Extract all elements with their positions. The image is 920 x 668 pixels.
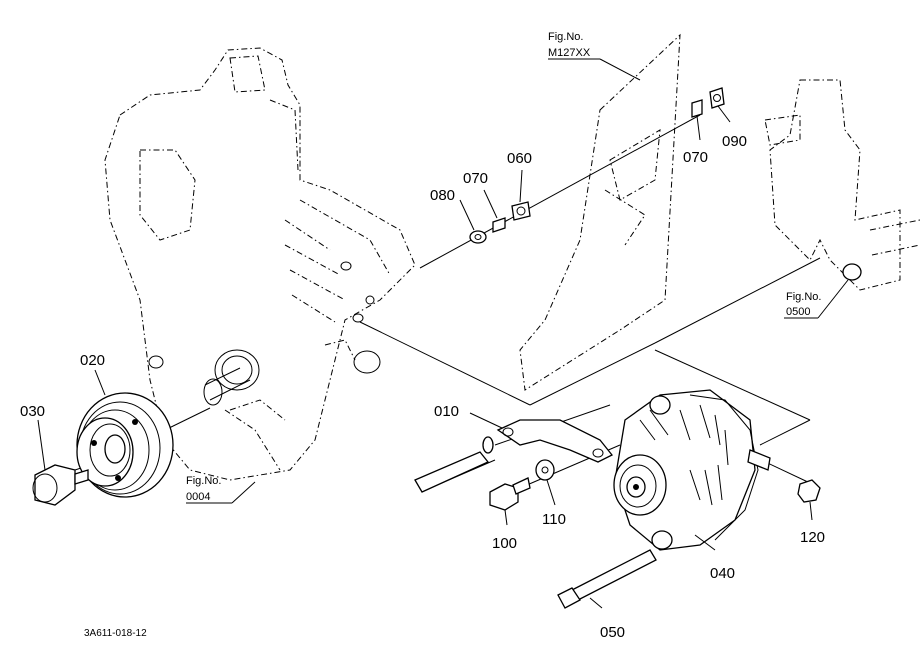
- fig-ref-top-label: Fig.No.: [548, 31, 583, 43]
- drawing-code: 3A611-018-12: [84, 628, 147, 639]
- fig-ref-right-code: 0500: [786, 306, 810, 318]
- label-080: 080: [430, 187, 455, 204]
- crankshaft-pulley: [76, 392, 174, 498]
- label-120: 120: [800, 529, 825, 546]
- fig-ref-top-code: M127XX: [548, 47, 591, 59]
- alternator-bracket: [414, 419, 614, 493]
- fig-ref-left-code: 0004: [186, 491, 210, 503]
- nut-120: [797, 479, 821, 503]
- upper-washer-nut: [691, 87, 725, 118]
- label-100: 100: [492, 535, 517, 552]
- label-070-left: 070: [463, 170, 488, 187]
- washer-110: [535, 459, 555, 481]
- gear-case-cover: [104, 47, 416, 481]
- fig-ref-right-label: Fig.No.: [786, 291, 821, 303]
- label-050: 050: [600, 624, 625, 641]
- stud-washers: [469, 201, 531, 244]
- alternator: [613, 389, 771, 551]
- label-030: 030: [20, 403, 45, 420]
- label-020: 020: [80, 352, 105, 369]
- fig-ref-left-label: Fig.No.: [186, 475, 221, 487]
- bolt-100: [489, 477, 531, 511]
- label-110: 110: [542, 511, 566, 528]
- label-090: 090: [722, 133, 747, 150]
- label-070-right: 070: [683, 149, 708, 166]
- pulley-bolt: [32, 464, 89, 506]
- label-040: 040: [710, 565, 735, 582]
- label-010: 010: [434, 403, 459, 420]
- bolt-050: [557, 549, 657, 609]
- leader-lines: [37, 58, 849, 609]
- label-060: 060: [507, 150, 532, 167]
- thermostat-housing: [764, 79, 920, 291]
- belt-cover: [519, 33, 681, 391]
